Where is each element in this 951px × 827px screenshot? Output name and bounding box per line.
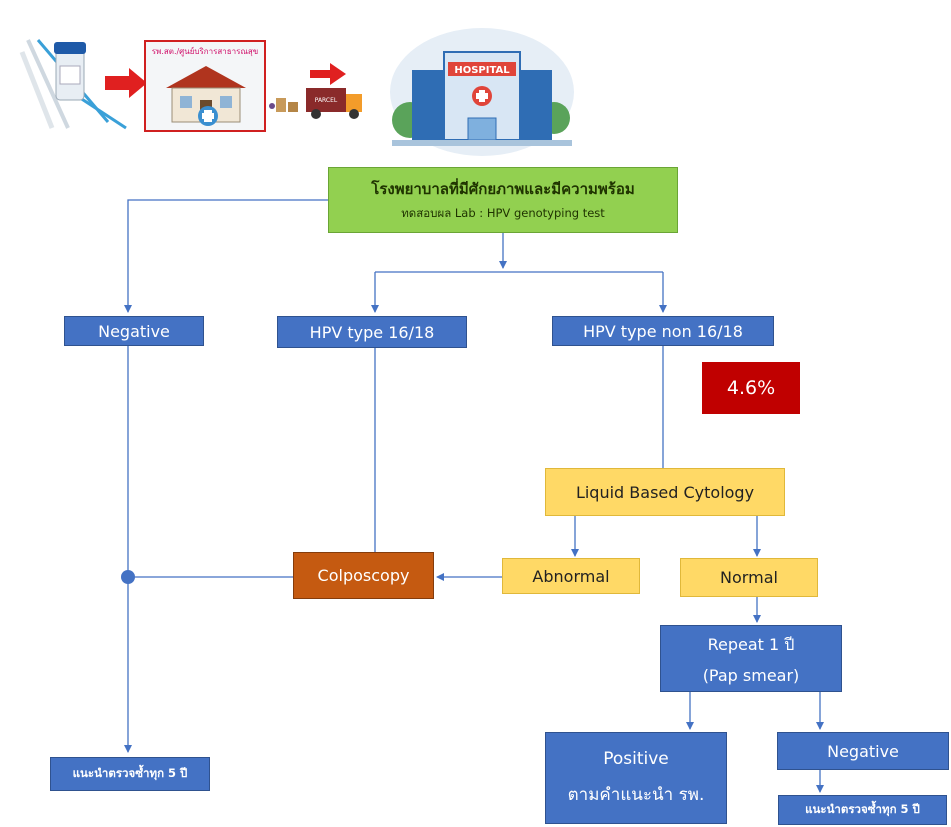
normal-box: Normal <box>680 558 818 597</box>
hpv-non1618-box: HPV type non 16/18 <box>552 316 774 346</box>
repeat-line2: (Pap smear) <box>702 665 800 685</box>
hpv-self-collection-kit-image <box>19 39 127 130</box>
abnormal-box: Abnormal <box>502 558 640 594</box>
positive-line1: Positive <box>603 748 669 769</box>
junction-dot <box>121 570 135 584</box>
hospital-sign: HOSPITAL <box>454 65 510 76</box>
truck-label: PARCEL <box>315 97 338 104</box>
delivery-truck-image: PARCEL <box>269 63 362 119</box>
repeat-line1: Repeat 1 ปี <box>707 634 795 654</box>
percentage-badge: 4.6% <box>702 362 800 414</box>
hospital-lab-title: โรงพยาบาลที่มีศักยภาพและมีความพร้อม <box>371 180 635 198</box>
health-center-label: รพ.สต./ศูนย์บริการสาธารณสุข <box>151 47 259 56</box>
negative-left-box: Negative <box>64 316 204 346</box>
positive-line2: ตามคำแนะนำ รพ. <box>567 784 705 805</box>
line-to-negative <box>124 199 328 313</box>
advice-left-box: แนะนำตรวจซ้ำทุก 5 ปี <box>50 757 210 791</box>
hospital-image: HOSPITAL <box>390 28 574 156</box>
advice-right-box: แนะนำตรวจซ้ำทุก 5 ปี <box>778 795 947 825</box>
health-center-image: รพ.สต./ศูนย์บริการสาธารณสุข <box>144 40 266 132</box>
arrow-right-icon <box>105 68 147 98</box>
hospital-lab-subtitle: ทดสอบผล Lab : HPV genotyping test <box>401 206 605 220</box>
liquid-based-cytology-box: Liquid Based Cytology <box>545 468 785 516</box>
hpv-1618-box: HPV type 16/18 <box>277 316 467 348</box>
negative-right-box: Negative <box>777 732 949 770</box>
colposcopy-box: Colposcopy <box>293 552 434 599</box>
repeat-box: Repeat 1 ปี (Pap smear) <box>660 625 842 692</box>
positive-box: Positive ตามคำแนะนำ รพ. <box>545 732 727 824</box>
hospital-lab-box: โรงพยาบาลที่มีศักยภาพและมีความพร้อม ทดสอ… <box>328 167 678 233</box>
